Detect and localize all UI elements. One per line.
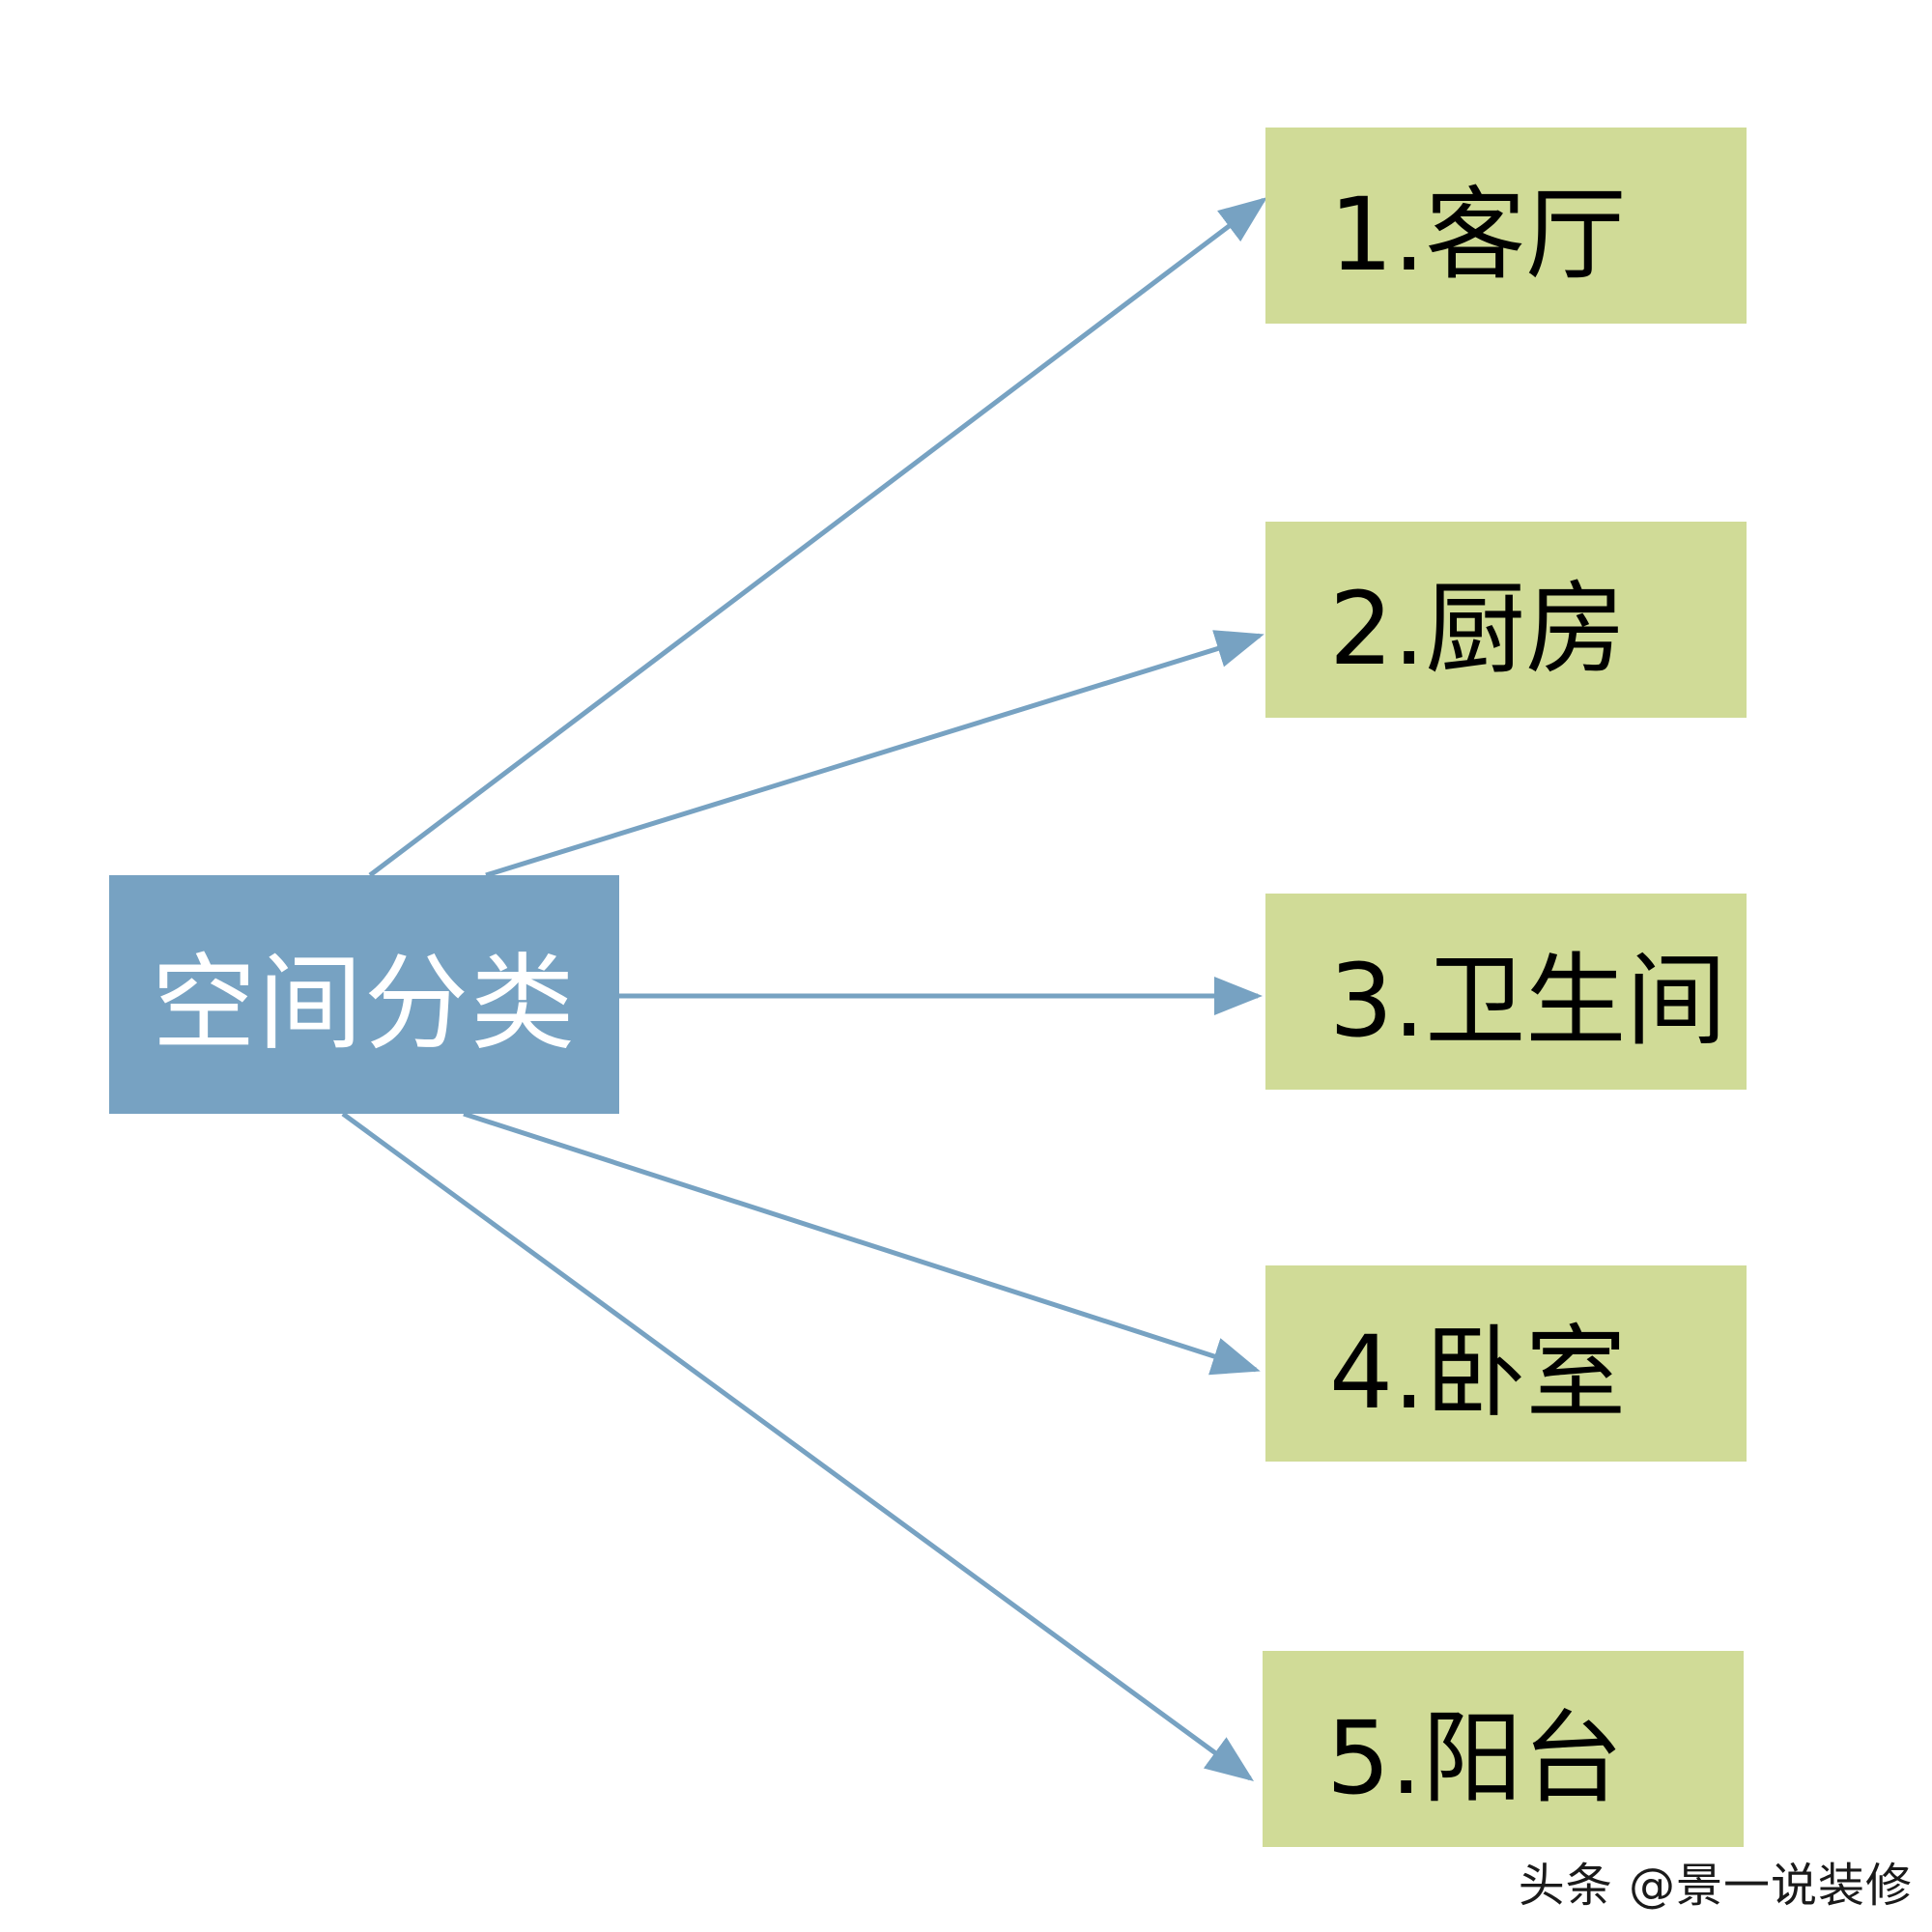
root-node-space-classification: 空间分类 [109,875,619,1114]
child-node-label: 2.厨房 [1329,570,1627,688]
child-node-label: 3.卫生间 [1329,942,1727,1060]
root-node-label: 空间分类 [151,943,577,1065]
child-node-label: 5.阳台 [1326,1699,1624,1817]
child-node-label: 4.卧室 [1329,1314,1627,1432]
connector-arrow-1 [368,196,1267,877]
watermark-text: 头条 @景一说装修 [1518,1859,1913,1913]
child-node-balcony: 5.阳台 [1263,1651,1744,1847]
connector-arrow-5 [341,1111,1255,1781]
child-node-bathroom: 3.卫生间 [1265,894,1747,1090]
connector-arrow-4 [463,1111,1261,1376]
child-node-kitchen: 2.厨房 [1265,522,1747,718]
child-node-living-room: 1.客厅 [1265,128,1747,324]
connector-arrow-2 [485,630,1264,878]
child-node-label: 1.客厅 [1329,176,1627,294]
child-node-bedroom: 4.卧室 [1265,1265,1747,1462]
